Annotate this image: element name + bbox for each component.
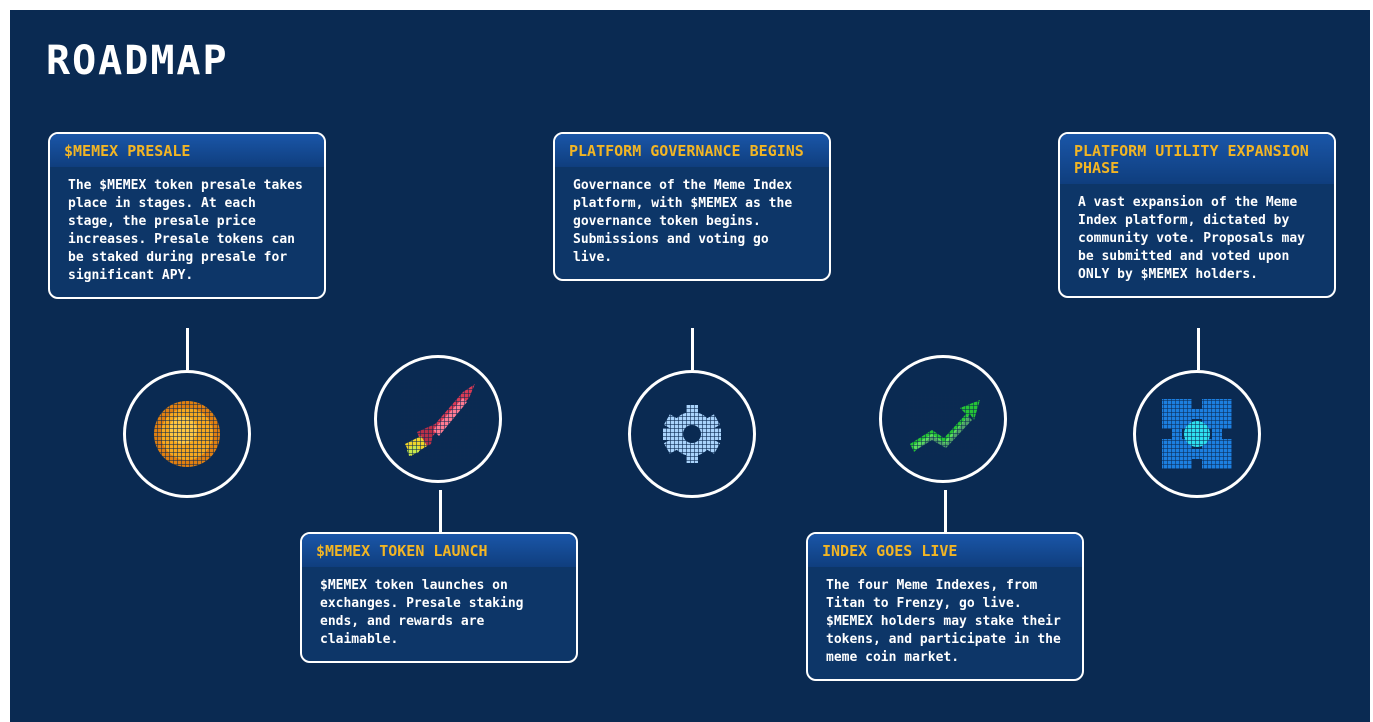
milestone-node-presale	[123, 370, 251, 498]
milestone-heading: INDEX GOES LIVE	[808, 534, 1082, 567]
milestone-heading: $MEMEX TOKEN LAUNCH	[302, 534, 576, 567]
page-title: ROADMAP	[46, 38, 229, 84]
milestone-card-token-launch: $MEMEX TOKEN LAUNCH $MEMEX token launche…	[300, 532, 578, 663]
milestone-card-index-live: INDEX GOES LIVE The four Meme Indexes, f…	[806, 532, 1084, 681]
milestone-description: The four Meme Indexes, from Titan to Fre…	[826, 578, 1061, 665]
rocket-icon	[401, 380, 479, 460]
milestone-node-utility-expansion	[1133, 370, 1261, 498]
milestone-card-governance: PLATFORM GOVERNANCE BEGINS Governance of…	[553, 132, 831, 281]
milestone-description: A vast expansion of the Meme Index platf…	[1078, 195, 1305, 282]
chart-up-arrow-icon	[906, 394, 984, 456]
timeline-connector	[1197, 328, 1200, 370]
timeline-connector	[691, 328, 694, 370]
milestone-node-index-live	[879, 355, 1007, 483]
milestone-heading: PLATFORM GOVERNANCE BEGINS	[555, 134, 829, 167]
milestone-heading: PLATFORM UTILITY EXPANSION PHASE	[1060, 134, 1334, 184]
milestone-description: The $MEMEX token presale takes place in …	[68, 178, 303, 283]
milestone-node-governance	[628, 370, 756, 498]
timeline-connector	[439, 490, 442, 532]
timeline-connector	[186, 328, 189, 370]
milestone-card-utility-expansion: PLATFORM UTILITY EXPANSION PHASE A vast …	[1058, 132, 1336, 298]
roadmap-panel	[10, 10, 1370, 722]
milestone-description: Governance of the Meme Index platform, w…	[573, 178, 793, 265]
milestone-heading: $MEMEX PRESALE	[50, 134, 324, 167]
milestone-node-token-launch	[374, 355, 502, 483]
timeline-connector	[944, 490, 947, 532]
milestone-description: $MEMEX token launches on exchanges. Pres…	[320, 578, 524, 647]
gear-icon	[659, 401, 725, 467]
milestone-card-presale: $MEMEX PRESALE The $MEMEX token presale …	[48, 132, 326, 299]
puzzle-icon	[1160, 397, 1234, 471]
coin-icon	[154, 401, 220, 467]
